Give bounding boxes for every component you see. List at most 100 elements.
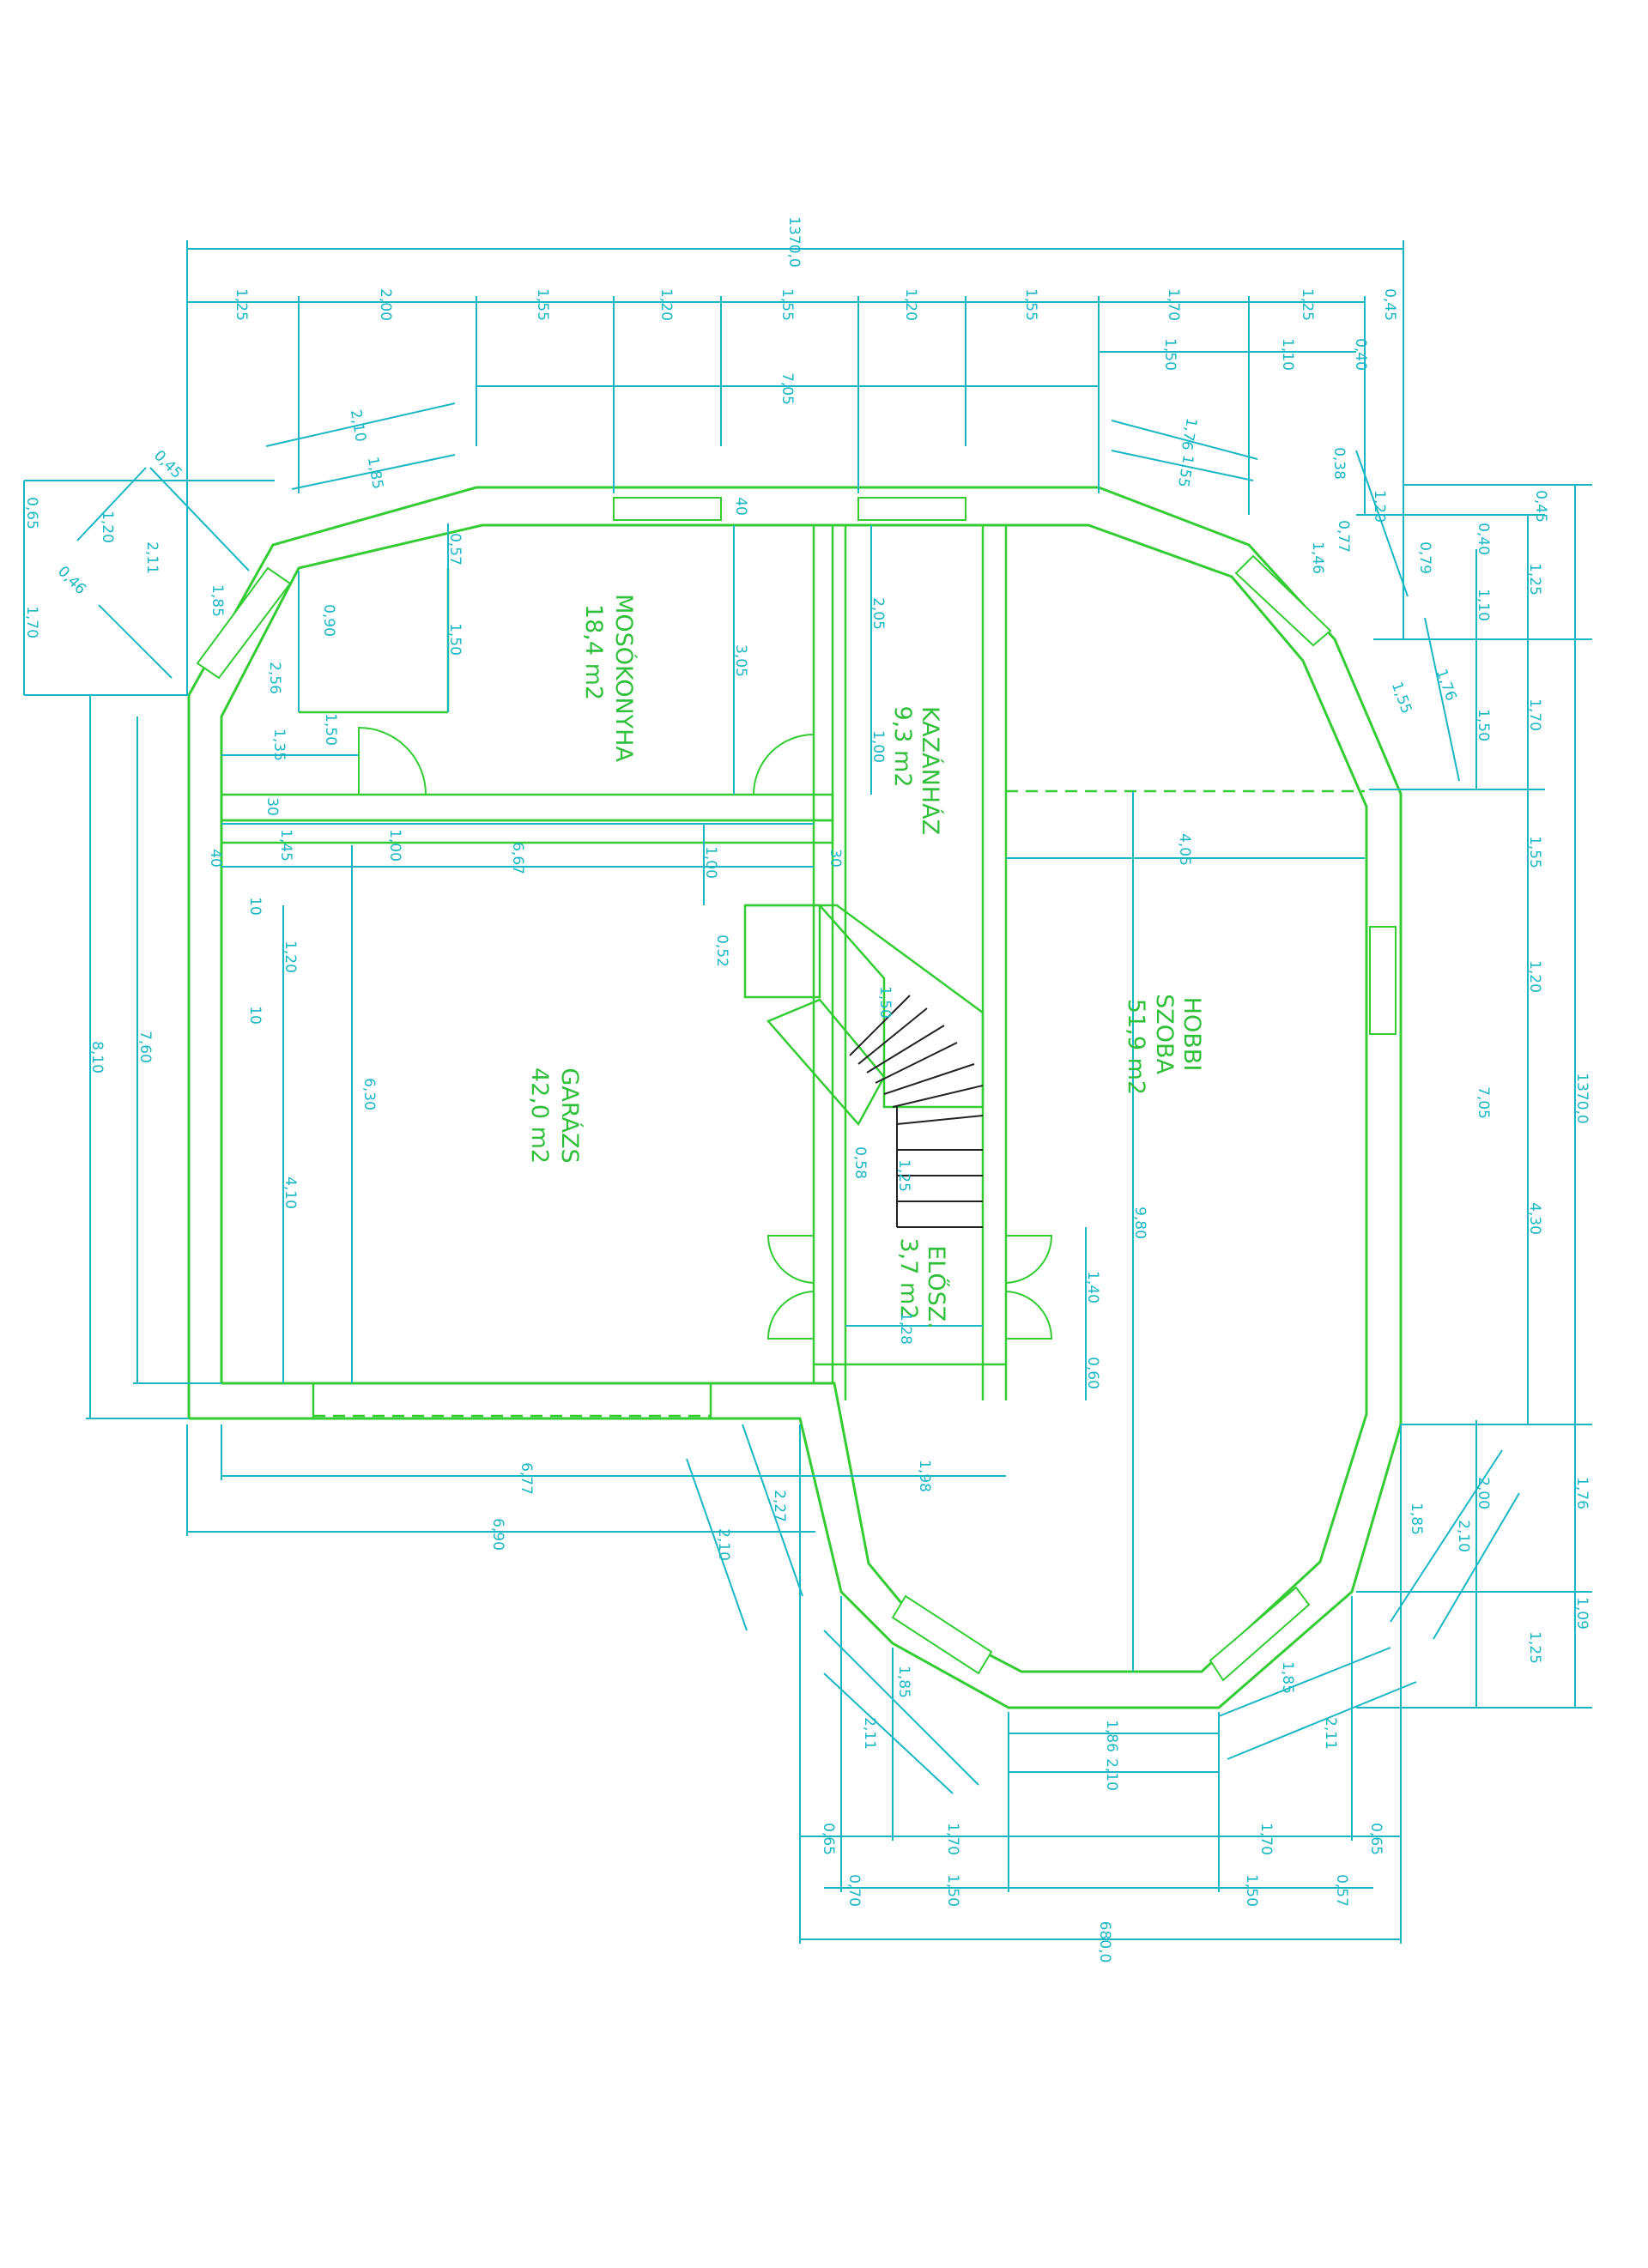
dim-left-overall: 7,60 xyxy=(136,1031,154,1063)
dim-right-diag: 1,55 xyxy=(1388,680,1415,716)
dim-eloter: 1,40 xyxy=(1084,1271,1101,1303)
dim-top-right: 0,40 xyxy=(1352,338,1369,371)
dim-garazs: 4,10 xyxy=(282,1176,299,1209)
dim-bottom-oct: 2,11 xyxy=(1322,1717,1339,1750)
dim-top: 1,70 xyxy=(1165,288,1182,321)
dim-stair: 0,58 xyxy=(851,1146,869,1179)
dim-top: 1,55 xyxy=(534,288,551,321)
dim-right-diag: 0,79 xyxy=(1416,541,1433,574)
door-mosokonyha xyxy=(358,726,427,795)
stair-tread xyxy=(857,1007,928,1065)
dim-bottom-oct: 1,85 xyxy=(1279,1661,1296,1694)
dim-left-overall: 8,10 xyxy=(88,1041,106,1074)
dim-top: 1,55 xyxy=(1022,288,1039,321)
dim-bottom-diag: 2,10 xyxy=(715,1528,732,1561)
dimension-labels: 1370,0 1,25 2,00 1,55 1,20 1,55 1,20 1,5… xyxy=(23,216,1590,1963)
door-kazanhaz xyxy=(752,734,815,795)
dim-top: 0,45 xyxy=(1381,288,1398,321)
dim-stair: 1,50 xyxy=(876,986,894,1019)
dim-diag-top-right: 1,76 xyxy=(1178,416,1200,451)
walls xyxy=(187,486,1403,1709)
dim-top: 1,55 xyxy=(779,288,796,321)
dim-top-mid: 7,05 xyxy=(779,372,796,405)
window-top-2 xyxy=(857,497,966,521)
dim-top: 1,25 xyxy=(1299,288,1316,321)
dim-top-overall: 1370,0 xyxy=(785,216,803,267)
inner-wall xyxy=(220,523,1368,1673)
stair-tread xyxy=(892,1085,984,1108)
dim-right: 1,09 xyxy=(1573,1597,1590,1630)
dim-top: 1,20 xyxy=(902,288,919,321)
dim-left: 1,70 xyxy=(23,606,40,638)
dim-mosokonyha: 30 xyxy=(264,797,281,816)
dim-right-inner: 2,00 xyxy=(1475,1477,1492,1509)
dim-bottom-diag: 2,27 xyxy=(771,1490,788,1522)
window-left-diagonal xyxy=(196,566,292,680)
dim-mosokonyha: 3,05 xyxy=(732,644,749,677)
window-right-diagonal xyxy=(1234,554,1332,647)
stair-tread xyxy=(849,995,911,1056)
dim-garazs: 0,52 xyxy=(713,934,730,967)
door-eloter-right xyxy=(1005,1235,1053,1340)
dim-right-diag: 1,76 xyxy=(1433,667,1460,703)
dim-diag-top-left: 2,10 xyxy=(347,408,369,444)
dim-bottom-left: 6,90 xyxy=(489,1518,506,1551)
dim-right-diag: 0,77 xyxy=(1335,520,1352,553)
dim-bottom-row1: 0,65 xyxy=(1367,1823,1384,1855)
outer-wall xyxy=(187,486,1403,1709)
room-name-eloter: ELŐSZ. xyxy=(923,1245,950,1329)
dim-garazs: 6,30 xyxy=(360,1078,378,1110)
dim-left-diag: 2,11 xyxy=(143,541,161,574)
dim-top: 1,25 xyxy=(233,288,250,321)
dim-bottom-row2: 1,50 xyxy=(1243,1874,1260,1907)
dim-diag-top-right: 1,55 xyxy=(1174,453,1197,488)
dim-right: 1,70 xyxy=(1526,699,1543,731)
dim-garazs: 1,45 xyxy=(277,829,294,862)
dim-eloter: 0,60 xyxy=(1084,1357,1101,1389)
dim-right-overall: 1370,0 xyxy=(1573,1073,1590,1123)
dim-mosokonyha: 40 xyxy=(732,497,749,516)
room-labels: MOSÓKONYHA 18,4 m2 KAZÁNHÁZ 9,3 m2 GARÁZ… xyxy=(526,594,1205,1329)
dim-mosokonyha: 1,50 xyxy=(322,713,339,746)
dim-right-inner: 1,10 xyxy=(1475,589,1492,621)
door-eloter-left xyxy=(766,1235,815,1340)
dim-garazs: 10 xyxy=(246,897,264,916)
dim-right: 1,76 xyxy=(1573,1477,1590,1509)
dim-right-diag: 1,46 xyxy=(1309,541,1326,574)
dim-hobbi: 4,05 xyxy=(1176,833,1193,866)
room-name-kazanhaz: KAZÁNHÁZ xyxy=(917,706,944,835)
dim-bottom-row1: 1,70 xyxy=(944,1823,961,1855)
stair-tread xyxy=(883,1063,975,1095)
dim-right-diag: 1,20 xyxy=(1371,490,1388,523)
window-top-1 xyxy=(613,497,722,521)
dim-right: 1,55 xyxy=(1526,836,1543,868)
dim-left: 0,65 xyxy=(23,497,40,529)
stair-tread xyxy=(875,1042,958,1084)
dim-bottom-left: 6,77 xyxy=(518,1462,535,1495)
stair-tread xyxy=(866,1025,945,1074)
dim-top-right: 1,50 xyxy=(1161,338,1178,371)
stair-landing xyxy=(745,904,985,1109)
dim-garazs: 40 xyxy=(207,849,224,868)
window-right xyxy=(1369,926,1397,1035)
dim-right: 1,25 xyxy=(1526,1631,1543,1664)
stair-box xyxy=(743,904,821,999)
dim-right: 1,25 xyxy=(1526,563,1543,596)
dim-garazs: 1,20 xyxy=(282,940,299,973)
dim-right-diag: 0,38 xyxy=(1330,447,1348,480)
dim-bottom-diag: 1,98 xyxy=(916,1460,933,1492)
dim-garazs: 1,00 xyxy=(386,829,403,862)
dim-garazs: 30 xyxy=(827,849,844,868)
room-area-hobbi: 51,9 m2 xyxy=(1123,999,1149,1095)
room-name-garazs: GARÁZS xyxy=(556,1067,584,1163)
room-name-hobbi-2: SZOBA xyxy=(1151,994,1178,1074)
dim-right-diag-bottom: 1,85 xyxy=(1408,1503,1425,1535)
dim-right-inner: 0,40 xyxy=(1475,523,1492,555)
dim-left: 1,20 xyxy=(99,511,116,543)
room-area-eloter: 3,7 m2 xyxy=(895,1237,922,1319)
room-area-garazs: 42,0 m2 xyxy=(526,1067,553,1164)
dim-left-diag: 0,46 xyxy=(54,563,89,598)
dim-hobbi: 9,80 xyxy=(1131,1207,1148,1239)
dim-stair: 1,25 xyxy=(895,1159,912,1192)
